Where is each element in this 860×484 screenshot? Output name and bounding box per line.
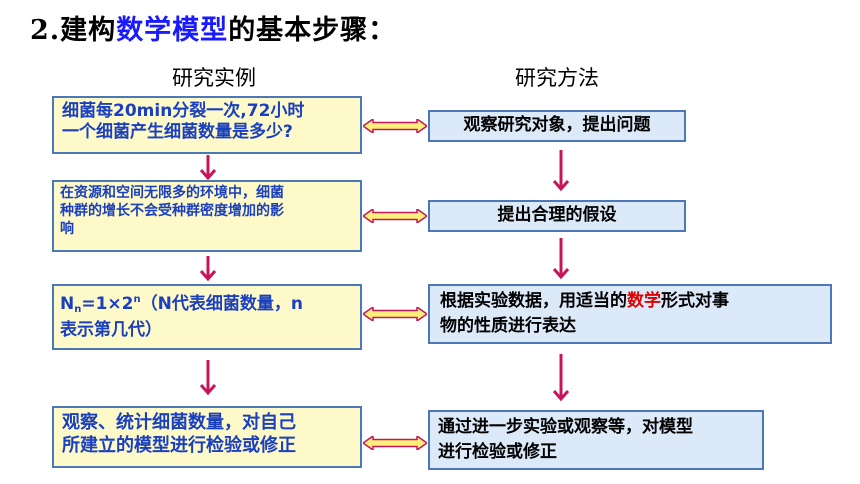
right-step-3: 根据实验数据，用适当的数学形式对事 物的性质进行表达 [428,284,832,344]
formula-mid: =1×2 [81,294,134,314]
formula-n: N [60,294,75,314]
down-arrow-icon [199,256,217,282]
formula-superscript: n [133,294,141,305]
right-step-1: 观察研究对象，提出问题 [428,110,686,142]
left-step-3: Nn=1×2n（N代表细菌数量，n 表示第几代） [52,284,362,350]
title-highlight: 数学模型 [116,15,229,46]
left-step-2-line-3: 响 [60,221,74,238]
right-step-3-line-2: 物的性质进行表达 [440,315,576,336]
right-step-4-line-1: 通过进一步实验或观察等，对模型 [438,417,693,437]
right-step-4: 通过进一步实验或观察等，对模型 进行检验或修正 [428,410,764,470]
down-arrow-icon [199,360,217,396]
down-arrow-icon [199,155,217,181]
double-arrow-icon [363,436,427,450]
left-step-3-line-2: 表示第几代） [60,319,162,340]
page-title: 2.建构数学模型的基本步骤： [30,8,396,47]
down-arrow-icon [552,150,570,192]
down-arrow-icon [552,238,570,280]
formula-rest: （N代表细菌数量，n [140,294,303,314]
right-step-3-text-a: 根据实验数据，用适当的 [440,291,627,311]
left-step-1: 细菌每20min分裂一次,72小时 一个细菌产生细菌数量是多少? [52,96,362,154]
left-step-1-line-1: 细菌每20min分裂一次,72小时 [62,101,305,121]
left-step-3-formula: Nn=1×2n（N代表细菌数量，n [60,292,360,318]
right-step-2: 提出合理的假设 [428,200,686,232]
right-step-3-line-1: 根据实验数据，用适当的数学形式对事 [440,289,830,314]
double-arrow-icon [363,307,427,321]
left-step-4-line-2: 所建立的模型进行检验或修正 [62,434,296,456]
left-column-header: 研究实例 [172,66,256,90]
left-step-1-line-2: 一个细菌产生细菌数量是多少? [62,122,293,143]
right-step-3-highlight: 数学 [627,291,661,311]
right-step-4-line-2: 进行检验或修正 [438,441,557,462]
right-step-3-text-c: 形式对事 [661,291,729,311]
left-step-2-line-2: 种群的增长不会受种群密度增加的影 [60,203,284,220]
left-step-4: 观察、统计细菌数量，对自己 所建立的模型进行检验或修正 [52,406,362,468]
right-column-header: 研究方法 [515,66,599,90]
title-prefix: 2.建构 [30,15,117,46]
down-arrow-icon [552,354,570,402]
left-step-2-line-1: 在资源和空间无限多的环境中，细菌 [60,185,284,201]
title-suffix: 的基本步骤： [228,15,397,46]
left-step-2: 在资源和空间无限多的环境中，细菌 种群的增长不会受种群密度增加的影 响 [52,180,362,252]
left-step-4-line-1: 观察、统计细菌数量，对自己 [62,412,296,433]
formula-subscript: n [74,304,82,315]
double-arrow-icon [363,209,427,223]
double-arrow-icon [363,119,427,133]
